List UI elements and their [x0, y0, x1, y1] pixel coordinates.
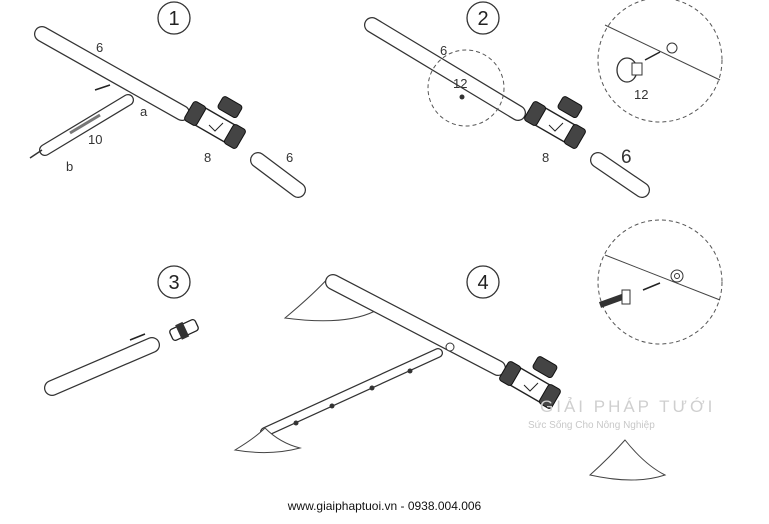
pipe-main: [325, 274, 506, 376]
step-4: 4: [233, 219, 723, 481]
tee-fitting: [522, 94, 588, 151]
barbed-connector: [169, 318, 199, 342]
step-number-circle: [466, 265, 500, 299]
lateral-pipe: [44, 333, 160, 396]
label-pipe: 6: [621, 147, 632, 168]
label-tool: 10: [88, 132, 102, 147]
pipe-stand: [588, 439, 667, 481]
detail-zoom-connector: [597, 219, 723, 345]
label-a: a: [140, 104, 148, 119]
punch-tool: [29, 94, 134, 159]
step-1: 1 6 a 10 b 8 6: [29, 1, 306, 198]
label-plug-zoom: 12: [634, 87, 648, 102]
step-number-circle: [157, 1, 191, 35]
label-tee: 8: [542, 150, 549, 165]
step-number: 2: [477, 8, 488, 30]
pipe-main: [34, 26, 190, 121]
detail-callout-circle: [427, 49, 505, 127]
step-2: 2 6 12 8 6 12: [364, 0, 723, 198]
pipe-stand: [233, 427, 302, 454]
label-plug: 12: [453, 76, 467, 91]
detail-zoom-plug: [597, 0, 723, 123]
label-tee: 8: [204, 150, 211, 165]
step-number: 3: [168, 272, 179, 294]
tee-fitting: [182, 94, 248, 151]
pipe-right: [250, 152, 306, 198]
pipe-main: [364, 17, 526, 121]
svg-text:Sức Sống Cho Nông Nghiệp: Sức Sống Cho Nông Nghiệp: [528, 419, 655, 431]
pipe-right: [590, 152, 650, 198]
label-b: b: [66, 159, 73, 174]
svg-text:GIẢI PHÁP TƯỚI: GIẢI PHÁP TƯỚI: [540, 397, 715, 416]
connector: [445, 342, 455, 352]
step-3: 3: [44, 265, 199, 396]
step-number: 4: [477, 272, 488, 294]
watermark: GIẢI PHÁP TƯỚI Sức Sống Cho Nông Nghiệp: [528, 397, 715, 431]
label-pipe: 6: [286, 150, 293, 165]
label-pipe: 6: [440, 43, 447, 58]
label-pipe: 6: [96, 40, 103, 55]
step-number: 1: [168, 8, 179, 30]
lateral-pipe: [260, 348, 443, 437]
footer-contact: www.giaiphaptuoi.vn - 0938.004.006: [287, 499, 482, 513]
step-number-circle: [466, 1, 500, 35]
step-number-circle: [157, 265, 191, 299]
plug: [459, 94, 465, 100]
